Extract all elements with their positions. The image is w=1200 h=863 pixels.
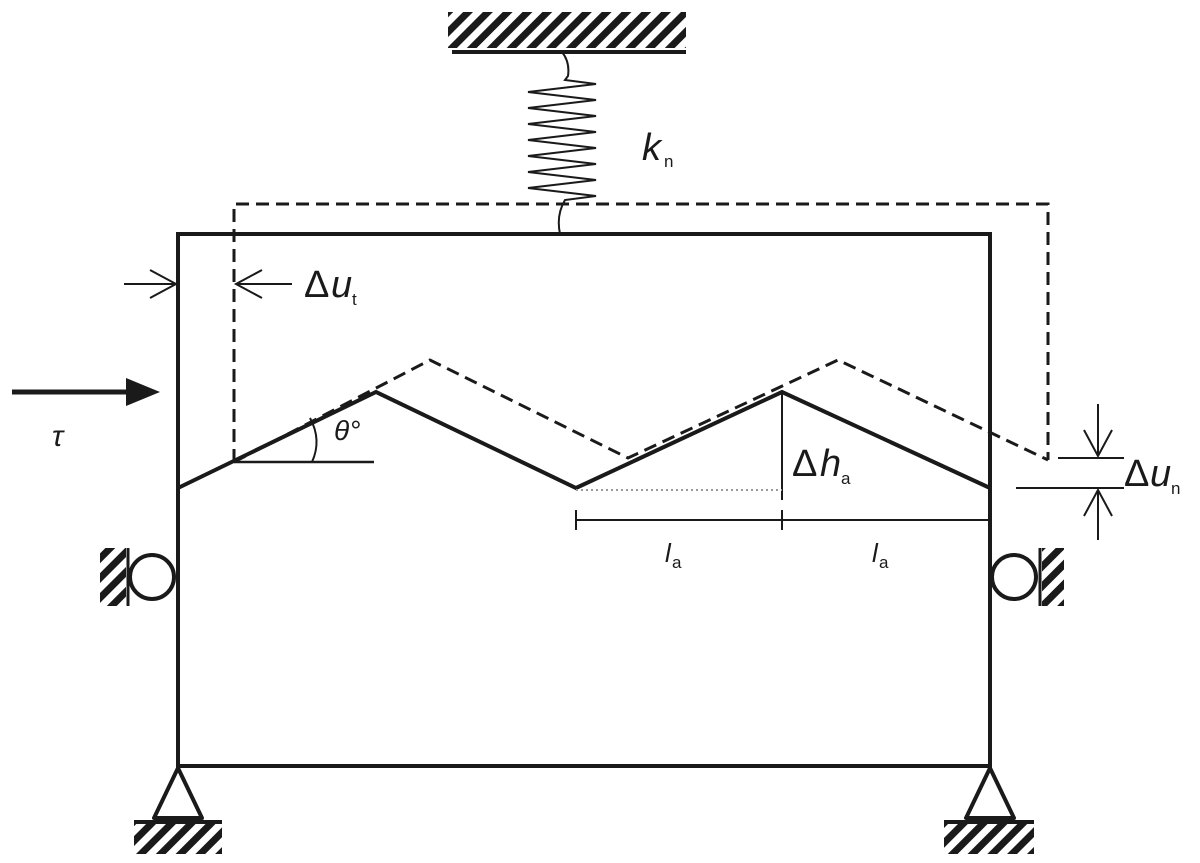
kn-label: k <box>642 127 663 169</box>
displaced-joint-profile <box>233 358 1049 464</box>
du-t-delta: Δ <box>304 264 329 306</box>
kn-subscript: n <box>664 152 673 171</box>
left-pin-support-icon <box>134 766 222 854</box>
du-n-label: u <box>1150 453 1171 495</box>
du-t-arrows <box>124 269 292 299</box>
du-n-delta: Δ <box>1124 453 1149 495</box>
dh-label: h <box>820 443 841 485</box>
top-ground-icon <box>448 12 686 54</box>
tau-label: τ <box>52 420 65 453</box>
shear-force-arrow-icon <box>12 378 160 406</box>
du-t-label: u <box>331 264 352 306</box>
displaced-block-outline <box>232 202 1050 462</box>
left-roller-support-icon <box>100 548 176 606</box>
du-n-subscript: n <box>1171 479 1180 498</box>
la-label-1: l <box>665 538 672 568</box>
right-pin-support-icon <box>944 766 1034 854</box>
theta-label: θ° <box>334 415 360 446</box>
la-subscript-1: a <box>672 553 682 572</box>
la-label-2: l <box>872 538 879 568</box>
dh-delta: Δ <box>792 443 817 485</box>
la-subscript-2: a <box>879 553 889 572</box>
original-block-outline <box>176 232 992 768</box>
du-t-subscript: t <box>352 290 357 309</box>
la-dimension-line <box>575 510 990 530</box>
angle-arc <box>309 417 318 463</box>
du-n-arrows <box>1016 404 1124 540</box>
right-roller-support-icon <box>990 548 1064 606</box>
spring-icon <box>527 51 597 235</box>
dh-subscript: a <box>841 469 851 488</box>
original-joint-profile <box>177 389 991 491</box>
